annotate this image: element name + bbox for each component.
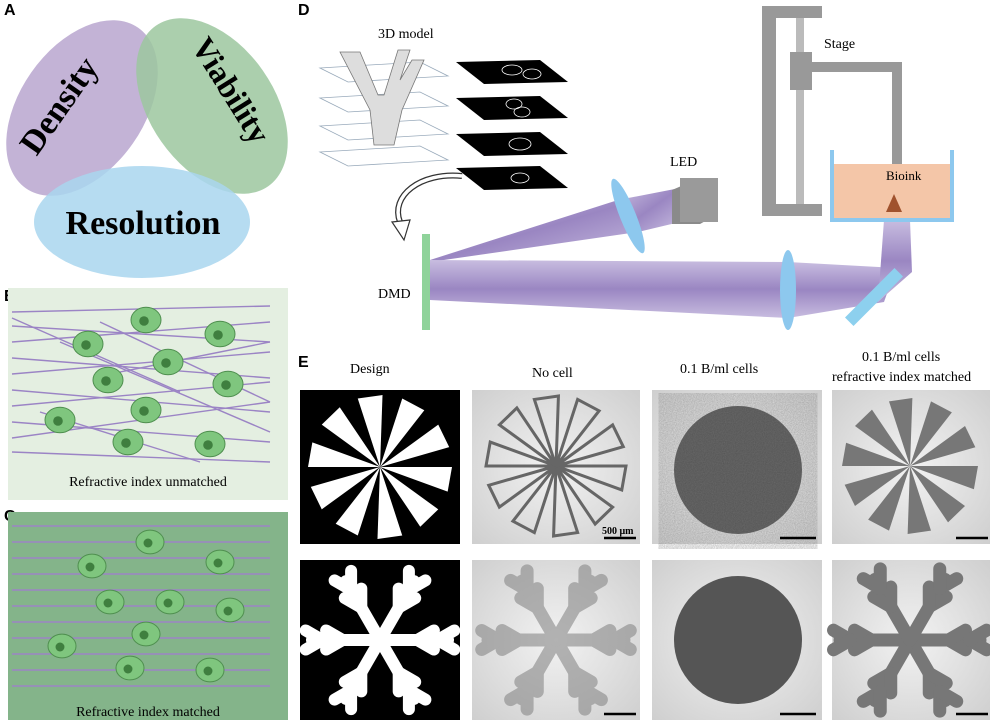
panel-label-e: E	[298, 354, 309, 371]
panel-label-a: A	[4, 2, 16, 19]
bioink-label: Bioink	[886, 168, 922, 183]
panel-e-grid: 500 μm	[300, 390, 990, 720]
panel-label-d: D	[298, 2, 310, 19]
slice-stack	[456, 60, 568, 190]
mirror	[845, 268, 903, 326]
model-label: 3D model	[378, 27, 434, 42]
lens-led	[611, 178, 645, 254]
col-header-design: Design	[350, 362, 390, 377]
scalebar-label: 500 μm	[602, 526, 634, 537]
led-label: LED	[670, 155, 697, 170]
col-header-matched: 0.1 B/ml cells	[862, 350, 941, 365]
panel-c-caption: Refractive index matched	[76, 705, 220, 720]
panel-c-matched: Refractive index matched	[8, 512, 288, 720]
panel-b-scatter: Refractive index unmatched	[8, 288, 288, 500]
col-header-cells: 0.1 B/ml cells	[680, 362, 759, 377]
dmd	[422, 234, 430, 330]
lens-main	[780, 250, 796, 330]
stage-label: Stage	[824, 37, 855, 52]
transfer-arrow	[395, 172, 463, 224]
col-header-matched-sub: refractive index matched	[832, 370, 972, 385]
vessel-model	[339, 49, 425, 146]
venn-diagram: Density Viability Resolution	[6, 18, 288, 278]
beam-led	[430, 200, 638, 262]
dmd-label: DMD	[378, 287, 411, 302]
beam-main	[430, 260, 788, 318]
col-header-no-cell: No cell	[532, 366, 573, 381]
panel-d-setup: 3D model DMD LED	[318, 6, 954, 330]
venn-resolution-label: Resolution	[66, 205, 221, 242]
panel-b-caption: Refractive index unmatched	[69, 475, 227, 490]
